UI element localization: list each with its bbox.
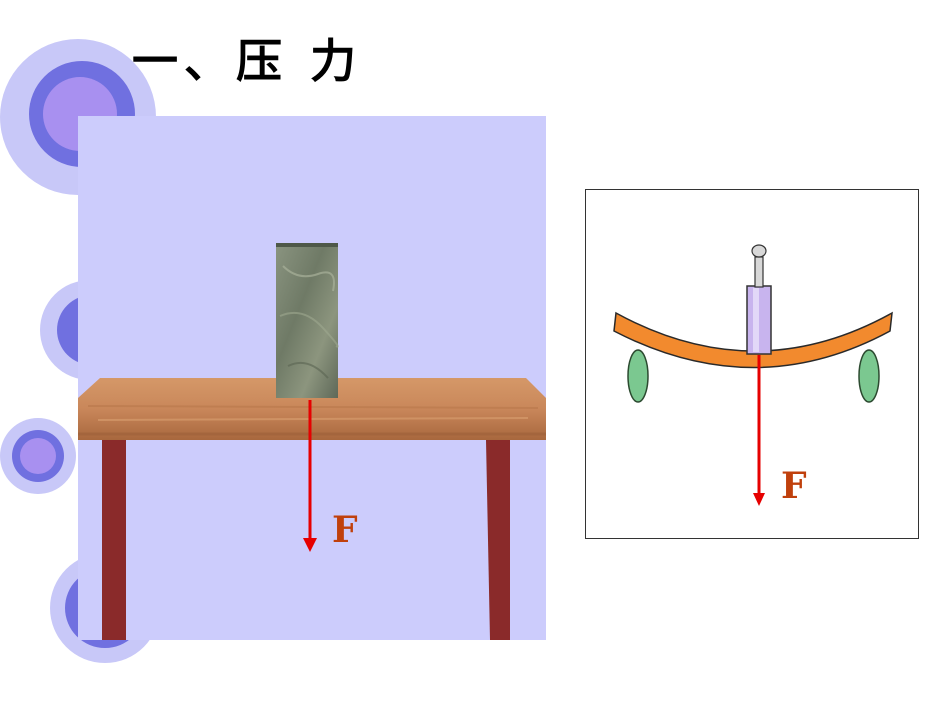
bent-beam	[613, 311, 893, 369]
force-label: F	[332, 509, 358, 551]
table-pressure-figure: F	[78, 116, 546, 640]
support-right	[858, 349, 880, 403]
force-label: F	[781, 465, 807, 507]
weight	[746, 244, 772, 355]
force-arrow	[303, 400, 317, 552]
table-leg-left	[102, 440, 126, 640]
beam-pressure-figure: F	[585, 189, 919, 539]
support-left	[627, 349, 649, 403]
table-leg-right	[486, 440, 510, 640]
tabletop	[78, 378, 546, 440]
force-arrow	[753, 355, 765, 506]
stone-block	[276, 243, 339, 398]
bubble-small	[0, 418, 76, 494]
slide-title: 一、压 力	[132, 34, 363, 88]
